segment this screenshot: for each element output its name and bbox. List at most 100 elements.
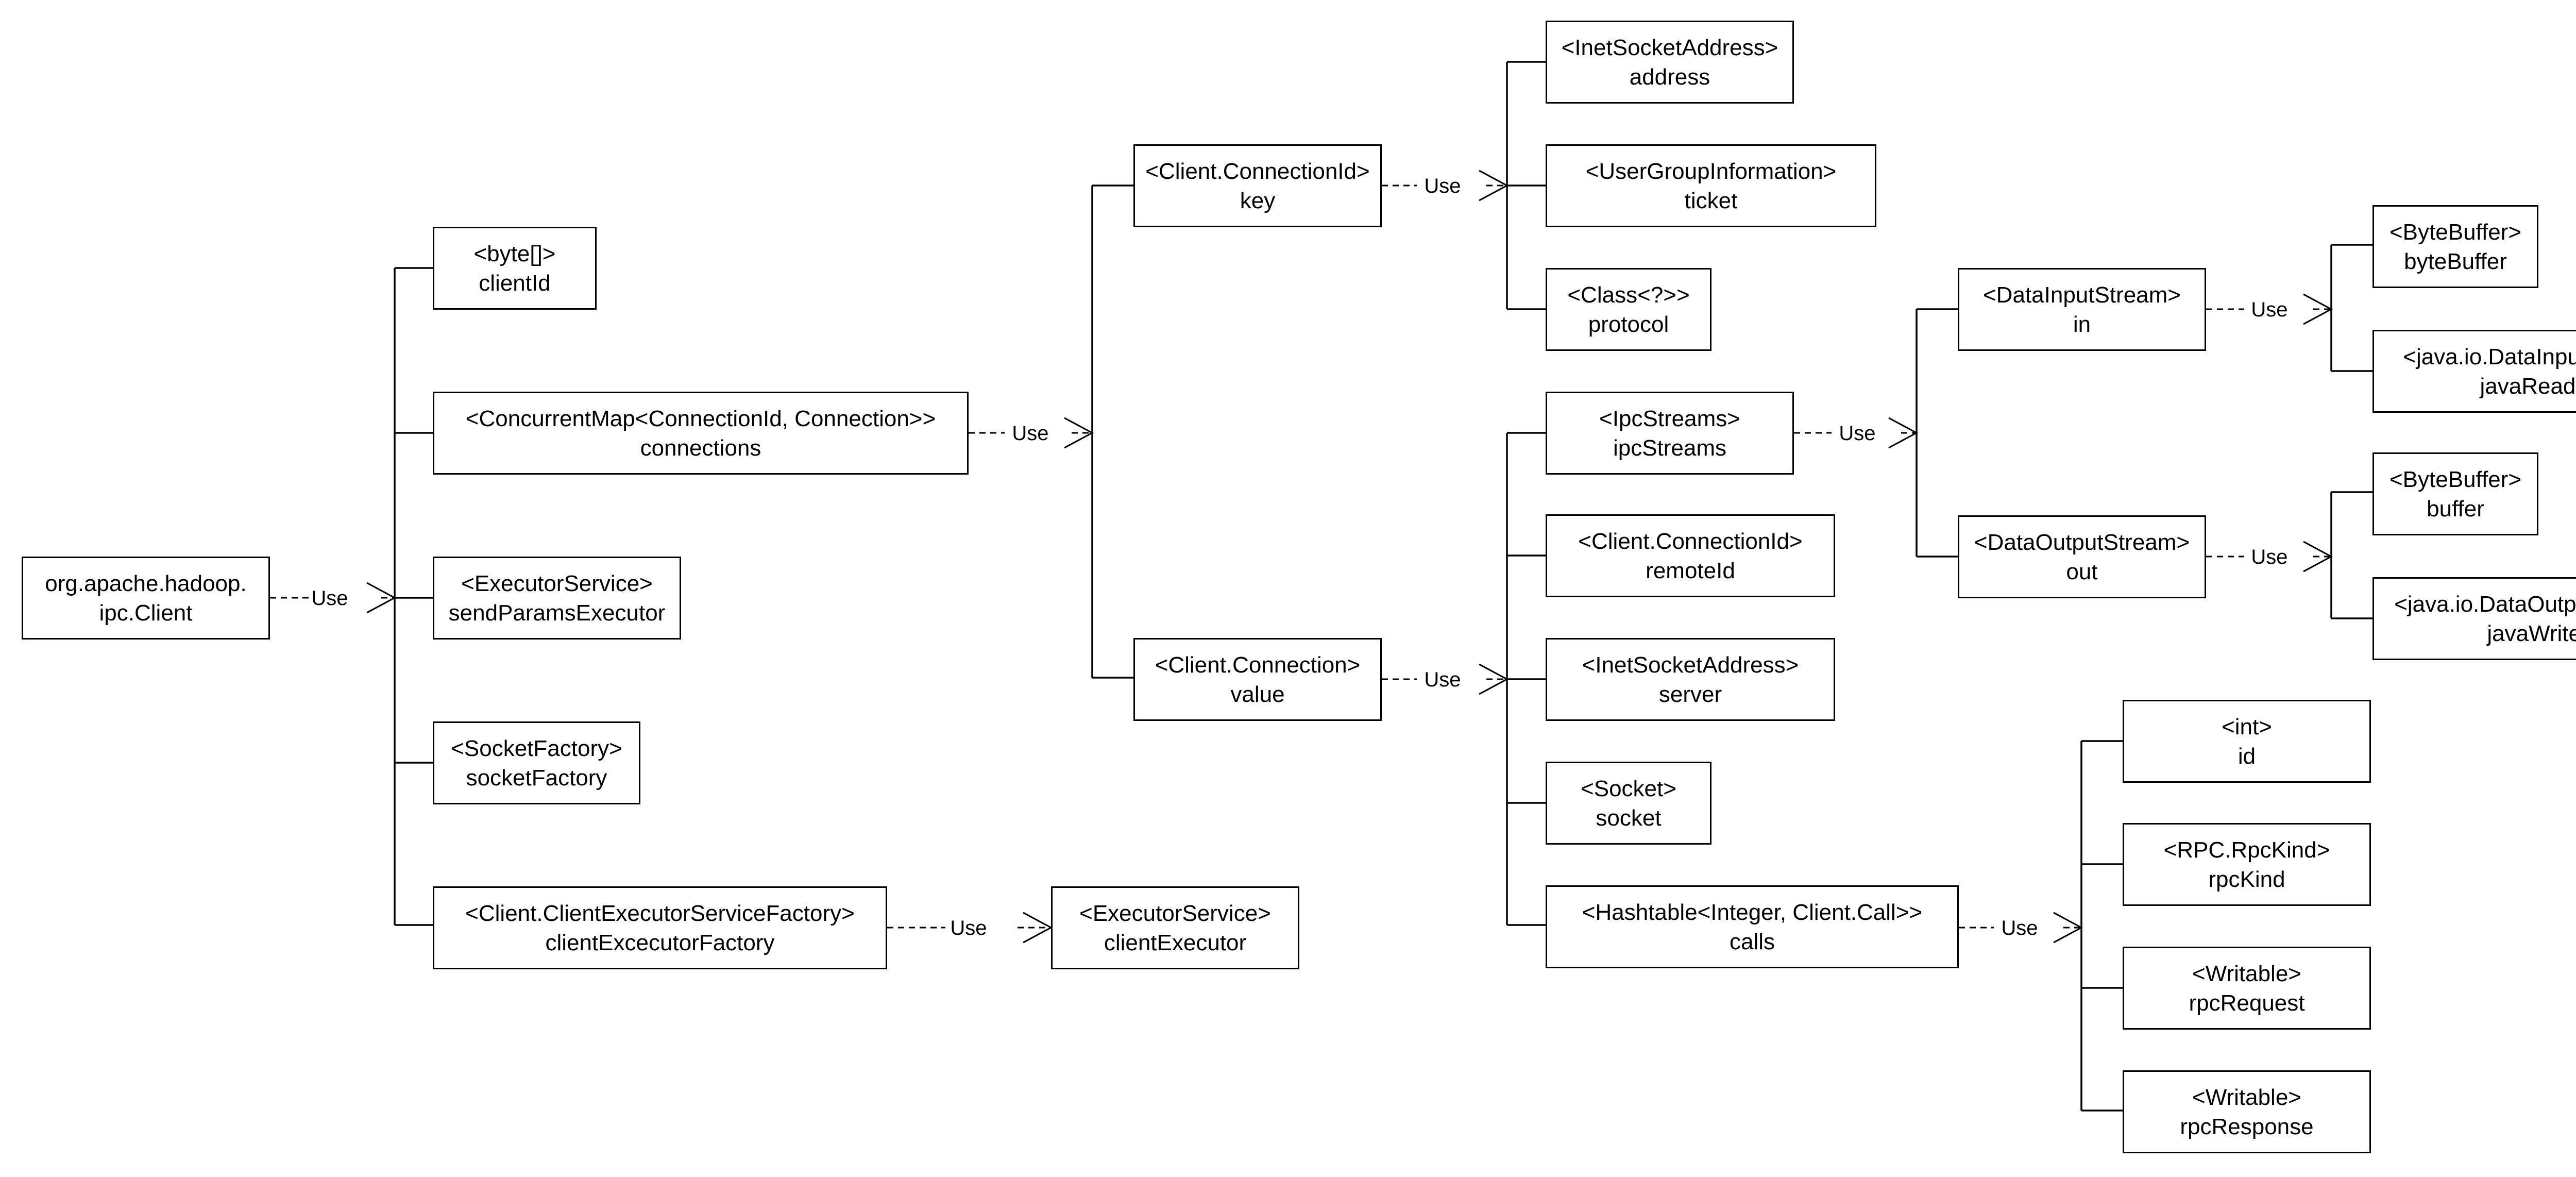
use-edge-out: Use xyxy=(2206,541,2333,573)
node-name: rpcResponse xyxy=(2180,1114,2314,1139)
node-type: <java.io.DataInputStream> xyxy=(2403,344,2576,369)
node-name: server xyxy=(1658,681,1722,707)
node-type: <Hashtable<Integer, Client.Call>> xyxy=(1582,899,1923,925)
use-edge-root: Use xyxy=(270,582,397,614)
node-ticket: <UserGroupInformation> ticket xyxy=(1546,144,1876,227)
node-clientExecutor: <ExecutorService> clientExecutor xyxy=(1051,886,1299,969)
node-protocol: <Class<?>> protocol xyxy=(1546,268,1711,351)
node-type: <ExecutorService> xyxy=(1079,900,1271,926)
node-calls: <Hashtable<Integer, Client.Call>> calls xyxy=(1546,885,1959,968)
node-type: <InetSocketAddress> xyxy=(1561,35,1778,60)
node-type: <Writable> xyxy=(2192,961,2301,986)
node-type: <Writable> xyxy=(2192,1084,2301,1110)
node-sendParamsExecutor: <ExecutorService> sendParamsExecutor xyxy=(433,557,681,640)
node-name: socket xyxy=(1596,805,1662,831)
use-edge-key: Use xyxy=(1382,170,1509,201)
node-type: <Client.ConnectionId> xyxy=(1578,528,1803,554)
node-name: socketFactory xyxy=(466,765,607,791)
node-buffer: <ByteBuffer> buffer xyxy=(2372,452,2538,535)
node-name: javaReader xyxy=(2480,373,2576,399)
use-label: Use xyxy=(311,587,348,610)
node-clientExcecutorFactory: <Client.ClientExecutorServiceFactory> cl… xyxy=(433,886,887,969)
node-name: byteBuffer xyxy=(2404,248,2507,274)
node-name: org.apache.hadoop. xyxy=(45,570,247,596)
use-edge-value: Use xyxy=(1382,663,1509,695)
node-server: <InetSocketAddress> server xyxy=(1546,638,1835,721)
node-type: <DataOutputStream> xyxy=(1974,529,2190,555)
node-javaReader: <java.io.DataInputStream> javaReader xyxy=(2372,330,2576,413)
node-type: <SocketFactory> xyxy=(451,735,622,761)
use-label: Use xyxy=(2251,298,2287,321)
node-name: id xyxy=(2238,743,2256,769)
node-rpcKind: <RPC.RpcKind> rpcKind xyxy=(2123,823,2371,906)
node-name: out xyxy=(2066,559,2098,584)
node-in: <DataInputStream> in xyxy=(1958,268,2206,351)
use-edge-connections: Use xyxy=(969,417,1094,449)
node-name: buffer xyxy=(2427,496,2484,522)
node-type: <ConcurrentMap<ConnectionId, Connection>… xyxy=(465,406,936,431)
node-type: <ByteBuffer> xyxy=(2389,466,2522,492)
use-label: Use xyxy=(1839,422,1875,445)
node-type: <Socket> xyxy=(1581,776,1676,801)
node-name: protocol xyxy=(1588,311,1669,337)
node-type: <DataInputStream> xyxy=(1982,282,2181,308)
use-edge-clientExcecutorFactory: Use xyxy=(887,912,1053,944)
use-edge-calls: Use xyxy=(1959,912,2083,944)
use-label: Use xyxy=(1424,668,1461,691)
node-rpcResponse: <Writable> rpcResponse xyxy=(2123,1070,2371,1153)
node-byteBuffer: <ByteBuffer> byteBuffer xyxy=(2372,205,2538,288)
node-rpcRequest: <Writable> rpcRequest xyxy=(2123,947,2371,1030)
node-out: <DataOutputStream> out xyxy=(1958,515,2206,598)
node-remoteId: <Client.ConnectionId> remoteId xyxy=(1546,514,1835,597)
node-name: javaWriter xyxy=(2487,620,2576,646)
node-type: <InetSocketAddress> xyxy=(1582,652,1799,678)
node-type: <IpcStreams> xyxy=(1599,406,1740,431)
node-name: sendParamsExecutor xyxy=(448,600,666,626)
node-address: <InetSocketAddress> address xyxy=(1546,21,1794,104)
node-clientId: <byte[]> clientId xyxy=(433,227,597,310)
use-label: Use xyxy=(2001,917,2038,939)
node-key: <Client.ConnectionId> key xyxy=(1133,144,1382,227)
use-label: Use xyxy=(2251,546,2287,568)
node-name: ticket xyxy=(1684,188,1738,213)
node-type: <Client.ConnectionId> xyxy=(1145,158,1370,184)
node-type: <Client.Connection> xyxy=(1155,652,1361,678)
use-label: Use xyxy=(1012,422,1048,445)
node-type: <RPC.RpcKind> xyxy=(2163,837,2330,863)
node-name: clientExcecutorFactory xyxy=(545,930,775,955)
use-label: Use xyxy=(950,917,987,939)
node-type: <java.io.DataOutputStream> xyxy=(2394,591,2576,617)
node-name: remoteId xyxy=(1646,558,1735,583)
use-edge-ipcStreams: Use xyxy=(1794,417,1919,449)
node-type: <byte[]> xyxy=(473,241,556,266)
node-type: <UserGroupInformation> xyxy=(1585,158,1837,184)
use-label: Use xyxy=(1424,175,1461,197)
node-name-line2: ipc.Client xyxy=(99,600,193,626)
node-type: <int> xyxy=(2222,714,2272,739)
node-socketFactory: <SocketFactory> socketFactory xyxy=(433,721,640,804)
node-name: rpcRequest xyxy=(2189,990,2305,1016)
node-name: address xyxy=(1629,64,1710,90)
node-name: calls xyxy=(1729,929,1775,954)
node-name: clientId xyxy=(479,270,551,296)
node-type: <Client.ClientExecutorServiceFactory> xyxy=(465,900,855,926)
node-javaWriter: <java.io.DataOutputStream> javaWriter xyxy=(2372,577,2576,660)
node-id: <int> id xyxy=(2123,700,2371,783)
node-type: <Class<?>> xyxy=(1567,282,1690,308)
node-name: clientExecutor xyxy=(1104,930,1247,955)
node-name: connections xyxy=(640,435,761,461)
node-connections: <ConcurrentMap<ConnectionId, Connection>… xyxy=(433,392,969,475)
node-socket: <Socket> socket xyxy=(1546,762,1711,845)
node-ipcStreams: <IpcStreams> ipcStreams xyxy=(1546,392,1794,475)
node-name: in xyxy=(2073,311,2091,337)
node-value: <Client.Connection> value xyxy=(1133,638,1382,721)
node-name: rpcKind xyxy=(2208,866,2285,892)
use-edges: Use Use Use Use Use xyxy=(270,170,2333,944)
node-name: ipcStreams xyxy=(1613,435,1727,461)
use-edge-in: Use xyxy=(2206,293,2333,325)
node-root-client: org.apache.hadoop. ipc.Client xyxy=(22,557,270,640)
node-name: key xyxy=(1240,188,1276,213)
node-name: value xyxy=(1230,681,1285,707)
